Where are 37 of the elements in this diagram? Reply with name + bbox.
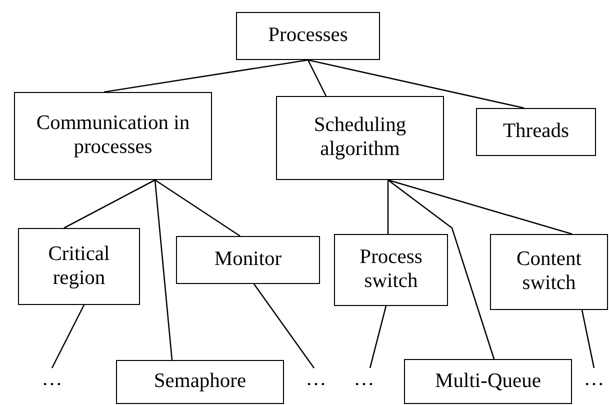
connector-line [51, 304, 85, 368]
ellipsis-text: … [350, 368, 378, 392]
process-box [404, 359, 572, 404]
node-label: Processes [268, 24, 348, 48]
connector-line [154, 180, 173, 360]
node-label: Threads [502, 120, 570, 144]
connector-line [388, 179, 572, 235]
connector-line [154, 179, 240, 237]
process-box [276, 96, 444, 180]
node-label: Critical region [47, 242, 111, 290]
process-box [116, 360, 284, 404]
process-box [334, 234, 448, 306]
process-box [18, 228, 140, 305]
process-box [476, 108, 596, 156]
process-box [236, 12, 380, 60]
ellipsis-text: … [38, 368, 66, 392]
node-label: Process switch [358, 246, 424, 294]
process-box [176, 236, 320, 284]
connector-line [308, 59, 524, 109]
node-label: Scheduling algorithm [312, 114, 408, 162]
node-label: Semaphore [154, 370, 246, 394]
node-label: Communication in processes [35, 112, 191, 160]
ellipsis-text: … [580, 368, 608, 392]
connector-line [253, 284, 315, 368]
node-label: Multi-Queue [435, 370, 541, 394]
connector-line [64, 179, 156, 229]
ellipsis-text: … [302, 368, 330, 392]
connector-line [307, 60, 327, 96]
process-box [14, 92, 212, 180]
connector-line [369, 306, 387, 368]
connector-line [388, 179, 495, 360]
connector-line [581, 310, 595, 368]
node-label: Monitor [214, 248, 282, 272]
connector-line [104, 59, 308, 93]
connector-line [387, 180, 389, 234]
node-label: Content switch [516, 248, 582, 296]
process-box [490, 234, 608, 310]
